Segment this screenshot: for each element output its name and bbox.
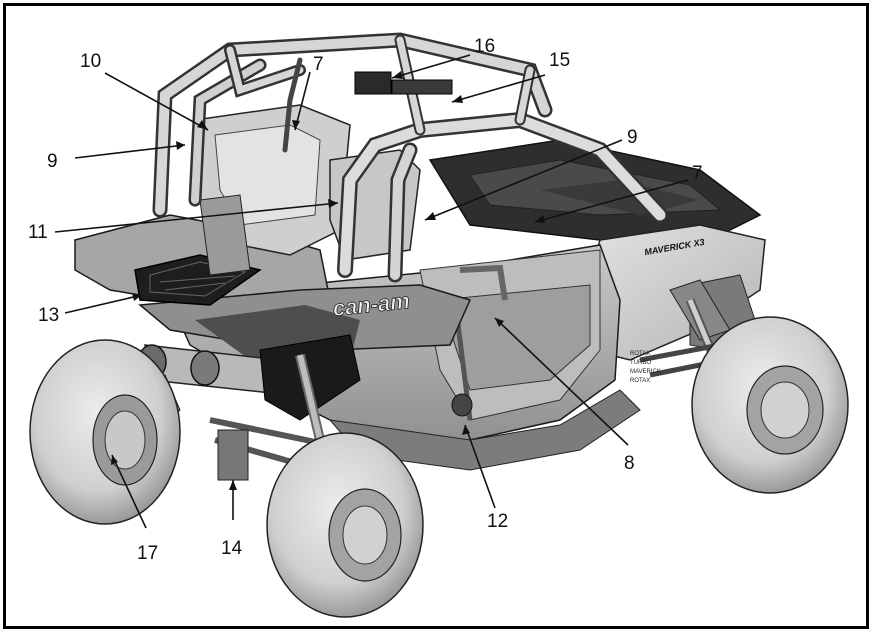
callout-7-seat: 7: [313, 54, 324, 75]
side-decal-line: MAVERICK: [630, 369, 661, 375]
leader-arrowheads: [111, 71, 545, 490]
leader-line-15: [451, 74, 546, 103]
callout-9-right: 9: [627, 127, 638, 148]
side-decal-line: ROTAX: [630, 378, 650, 384]
roll-cage: [152, 32, 668, 283]
leader-lines: [54, 54, 689, 529]
callout-9-left: 9: [47, 151, 58, 172]
rear-view-mirror: [354, 71, 453, 95]
leader-line-13: [64, 294, 143, 314]
callout-7-dash: 7: [692, 163, 703, 184]
leader-line-16: [391, 54, 471, 79]
callout-12: 12: [487, 511, 509, 532]
callout-13: 13: [38, 305, 60, 326]
side-decal-line: TURBO: [630, 360, 651, 366]
leader-line-7b: [534, 179, 689, 223]
callout-17: 17: [137, 543, 159, 564]
leader-line-17: [111, 454, 147, 529]
leader-line-11: [54, 202, 339, 233]
callout-15: 15: [549, 50, 571, 71]
leader-line-9b: [424, 139, 623, 221]
leader-line-10: [104, 72, 209, 131]
callout-10: 10: [80, 51, 102, 72]
leader-line-7a: [294, 71, 311, 131]
side-decal-line: ROTAX: [630, 351, 650, 357]
side-decal: ROTAX TURBO MAVERICK ROTAX: [630, 351, 661, 384]
callout-16: 16: [474, 36, 496, 57]
callout-8: 8: [624, 453, 635, 474]
callout-11: 11: [28, 222, 48, 243]
rear-right-tire: [266, 432, 424, 618]
leader-line-12: [464, 424, 496, 509]
leader-line-9a: [74, 144, 186, 159]
rear-left-tire: [29, 339, 181, 525]
leader-line-8: [494, 317, 629, 446]
fuel-cap: [451, 393, 473, 417]
front-right-tire: [691, 316, 849, 494]
callout-14: 14: [221, 538, 243, 559]
